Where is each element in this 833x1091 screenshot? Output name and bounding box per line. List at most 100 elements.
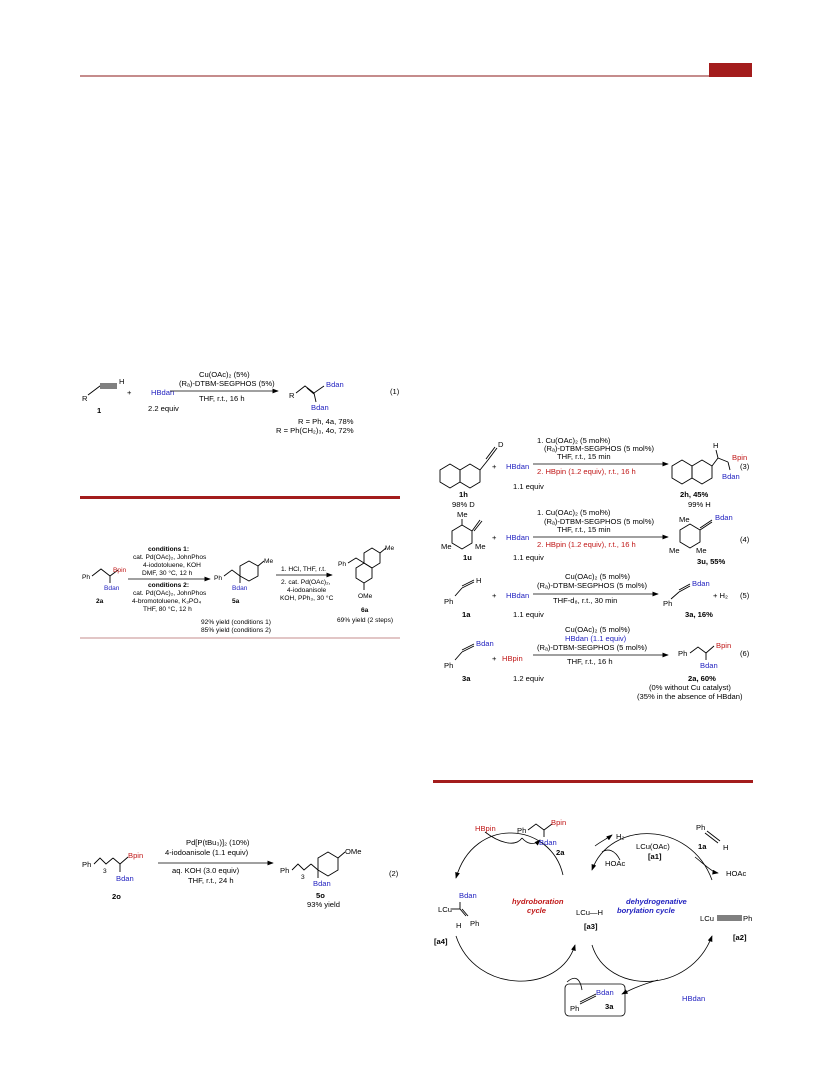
scheme-text: R [289, 391, 295, 400]
label-5a: 5a [232, 598, 240, 605]
cycle-a2: [a2] [733, 933, 747, 942]
scheme-text: Ph [663, 599, 672, 608]
scheme-text: Bdan [715, 513, 733, 522]
scheme-left: Ph Bpin Bdan 2a conditions 1: cat. Pd(OA… [82, 545, 394, 634]
scheme-text: Bpin [551, 818, 566, 827]
scheme-text: Bdan [700, 661, 718, 670]
scheme-text: Ph [517, 826, 526, 835]
scheme-text: THF, r.t., 15 min [557, 452, 611, 461]
scheme-text: LCu [438, 905, 452, 914]
eq1-yield-1: R = Ph, 4a, 78% [298, 417, 354, 426]
page-number-tab [709, 63, 752, 77]
cycle-a4: [a4] [434, 937, 448, 946]
label-2h: 2h, 45% [680, 490, 709, 499]
scheme-text: (6) [740, 649, 750, 658]
scheme-text: Bdan [596, 988, 614, 997]
equation-1: R H 1 + HBdan 2.2 equiv Cu(OAc)₂ (5%) (R… [82, 370, 400, 435]
eq1-hbdan: HBdan [151, 388, 174, 397]
equation-2: Ph 3 Bpin Bdan 2o Pd[P(tBu₃)]₂ (10%) 4-i… [82, 838, 399, 909]
cycle-1a: 1a [698, 842, 707, 851]
scheme-text: (5) [740, 591, 750, 600]
scheme-text: conditions 2: [148, 582, 189, 589]
scheme-text: H [456, 921, 461, 930]
scheme-text: 85% yield (conditions 2) [201, 627, 271, 634]
scheme-text: Bdan [539, 838, 557, 847]
scheme-text: borylation cycle [617, 906, 676, 915]
scheme-text: HBdan [506, 591, 529, 600]
scheme-text: cat. Pd(OAc)₂, JohnPhos [133, 554, 207, 561]
scheme-text: (3) [740, 462, 750, 471]
scheme-text: Bdan [116, 874, 134, 883]
scheme-text: (Rₐ)-DTBM-SEGPHOS (5 mol%) [537, 643, 647, 652]
scheme-text: Ph [570, 1004, 579, 1013]
scheme-text: Me [457, 510, 468, 519]
scheme-text: Bdan [722, 472, 740, 481]
scheme-text: + [492, 533, 497, 542]
scheme-text: 1. Cu(OAc)₂ (5 mol%) [537, 436, 611, 445]
eq1-r: R [82, 394, 88, 403]
scheme-text: Bdan [476, 639, 494, 648]
scheme-text: HBpin [502, 654, 523, 663]
label-3a-16: 3a, 16% [685, 610, 713, 619]
cycle-3a-box [564, 983, 626, 1017]
scheme-text: Cu(OAc)₂ (5 mol%) [565, 572, 630, 581]
scheme-text: + [492, 462, 497, 471]
catalytic-cycle: HBpin Ph Bpin Bdan 2a H₂ HOAc LCu(OAc) [… [434, 818, 752, 1017]
label-5o: 5o [316, 891, 325, 900]
scheme-text: DMF, 30 °C, 12 h [142, 569, 193, 577]
scheme-text: 69% yield (2 steps) [337, 617, 393, 624]
scheme-text: THF, 80 °C, 12 h [143, 605, 192, 613]
scheme-text: Me [441, 542, 452, 551]
equation-4: Me Me Me 1u + HBdan 1.1 equiv 1. Cu(OAc)… [441, 508, 750, 566]
scheme-text: 3 [301, 874, 305, 881]
scheme-text: cat. Pd(OAc)₂, JohnPhos [133, 590, 207, 597]
scheme-text: cycle [527, 906, 547, 915]
scheme-text: Ph [470, 919, 479, 928]
eq1-cond2: (Rₐ)-DTBM-SEGPHOS (5%) [179, 379, 275, 388]
label-2a-60: 2a, 60% [688, 674, 716, 683]
scheme-text: + [492, 654, 497, 663]
scheme-text: 92% yield (conditions 1) [201, 619, 271, 626]
scheme-text: aq. KOH (3.0 equiv) [172, 866, 240, 875]
scheme-text: THF-d₈, r.t., 30 min [553, 596, 617, 605]
scheme-text: 1.1 equiv [513, 553, 544, 562]
scheme-text: H [723, 843, 728, 852]
scheme-text: Ph [280, 866, 289, 875]
scheme-text: (Rₐ)-DTBM-SEGPHOS (5 mol%) [544, 517, 654, 526]
scheme-text: D [498, 440, 504, 449]
scheme-text: hydroboration [512, 897, 564, 906]
scheme-text: 4-iodoanisole [287, 587, 327, 594]
scheme-text: dehydrogenative [626, 897, 688, 906]
eq1-cond1: Cu(OAc)₂ (5%) [199, 370, 250, 379]
label-3u: 3u, 55% [697, 557, 726, 566]
scheme-text: 2. cat. Pd(OAc)₂, [281, 579, 331, 586]
scheme-text: OMe [358, 593, 373, 600]
scheme-text: H [713, 441, 718, 450]
scheme-text: + [127, 388, 132, 397]
scheme-text: HOAc [726, 869, 746, 878]
scheme-text: Ph [82, 574, 90, 581]
scheme-text: HBdan [506, 533, 529, 542]
scheme-text: Ph [82, 860, 91, 869]
scheme-text: Cu(OAc)₂ (5 mol%) [565, 625, 630, 634]
scheme-text: 2. HBpin (1.2 equiv), r.t., 16 h [537, 467, 636, 476]
scheme-text: (0% without Cu catalyst) [649, 683, 731, 692]
scheme-text: H₂ [616, 832, 624, 841]
scheme-text: Ph [678, 649, 687, 658]
label-2o: 2o [112, 892, 121, 901]
scheme-text: Bdan [692, 579, 710, 588]
scheme-text: Pd[P(tBu₃)]₂ (10%) [186, 838, 250, 847]
scheme-text: + [492, 591, 497, 600]
scheme-text: Bpin [716, 641, 731, 650]
scheme-text: 99% H [688, 500, 711, 509]
scheme-text: OMe [345, 847, 361, 856]
scheme-text: Ph [444, 597, 453, 606]
scheme-bar-left [80, 496, 400, 499]
scheme-text: (Rₐ)-DTBM-SEGPHOS (5 mol%) [544, 444, 654, 453]
left-bpin: Bpin [113, 567, 127, 574]
scheme-text: Bdan [313, 879, 331, 888]
cycle-lcuh: LCu—H [576, 908, 603, 917]
eq1-bdan-bottom: Bdan [311, 403, 329, 412]
scheme-text: Ph [696, 823, 705, 832]
equation-6: Bdan Ph 3a + HBpin 1.2 equiv Cu(OAc)₂ (5… [444, 625, 750, 701]
